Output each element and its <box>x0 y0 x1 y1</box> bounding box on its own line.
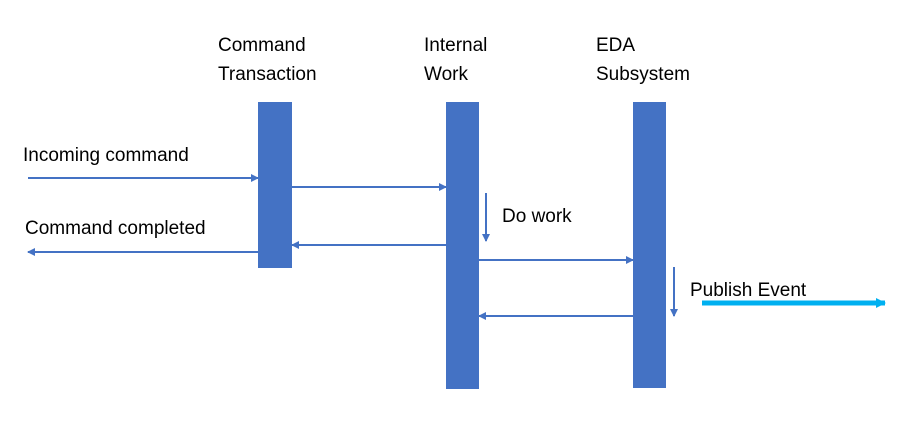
lifeline-bar-eda-subsystem <box>633 102 666 388</box>
label-publish-event: Publish Event <box>690 280 807 301</box>
lifeline-title-internal-work: Internal Work <box>424 35 493 85</box>
lifeline-title-line: Work <box>424 64 468 85</box>
lifeline-title-line: Command <box>218 35 306 56</box>
lifeline-bar-internal-work <box>446 102 479 389</box>
lifeline-title-command-transaction: Command Transaction <box>218 35 317 85</box>
lifeline-bar-command-transaction <box>258 102 292 268</box>
lifeline-title-line: Internal <box>424 35 487 56</box>
lifeline-title-line: EDA <box>596 35 635 56</box>
label-incoming-command: Incoming command <box>23 145 189 166</box>
lifeline-title-line: Transaction <box>218 64 317 85</box>
label-do-work: Do work <box>502 206 572 227</box>
lifeline-title-eda-subsystem: EDA Subsystem <box>596 35 690 85</box>
label-command-completed: Command completed <box>25 218 206 239</box>
lifeline-title-line: Subsystem <box>596 64 690 85</box>
